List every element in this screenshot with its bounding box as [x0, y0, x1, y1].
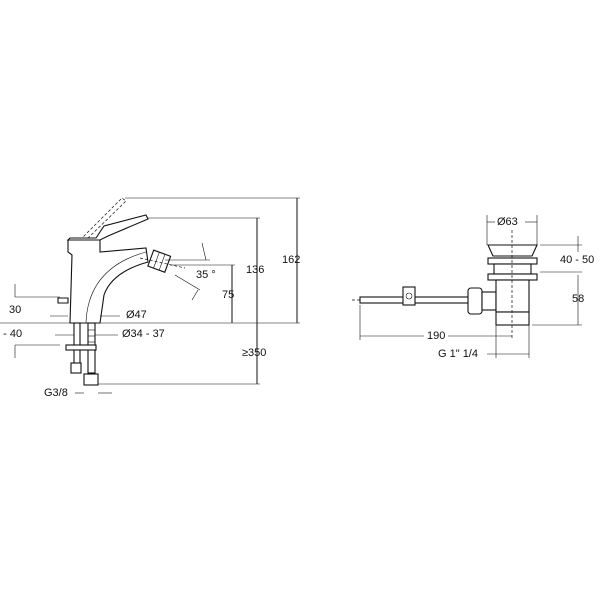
dim-outlet-height: 75: [222, 289, 235, 301]
dim-thread: G 1" 1/4: [438, 348, 478, 360]
faucet-drawing: [0, 197, 300, 394]
dim-cap-diameter: Ø63: [497, 216, 518, 228]
dim-total-height: 162: [282, 254, 301, 266]
dim-rod-length: 190: [427, 330, 446, 342]
dim-spout-height: 136: [246, 264, 265, 276]
dim-cap-height: 40 - 50: [560, 254, 595, 266]
dim-hose-length: ≥350: [242, 347, 267, 359]
dim-hole-diameter: Ø34 - 37: [122, 328, 165, 340]
dim-connection: G3/8: [44, 387, 68, 399]
dim-deck-thickness: 0 - 40: [0, 328, 23, 340]
dim-lever-offset: 30: [9, 304, 22, 316]
dim-angle: 35 °: [196, 269, 216, 281]
dim-body-diameter: Ø47: [126, 309, 147, 321]
dim-body-height: 58: [572, 293, 585, 305]
drain-drawing: [352, 215, 582, 358]
